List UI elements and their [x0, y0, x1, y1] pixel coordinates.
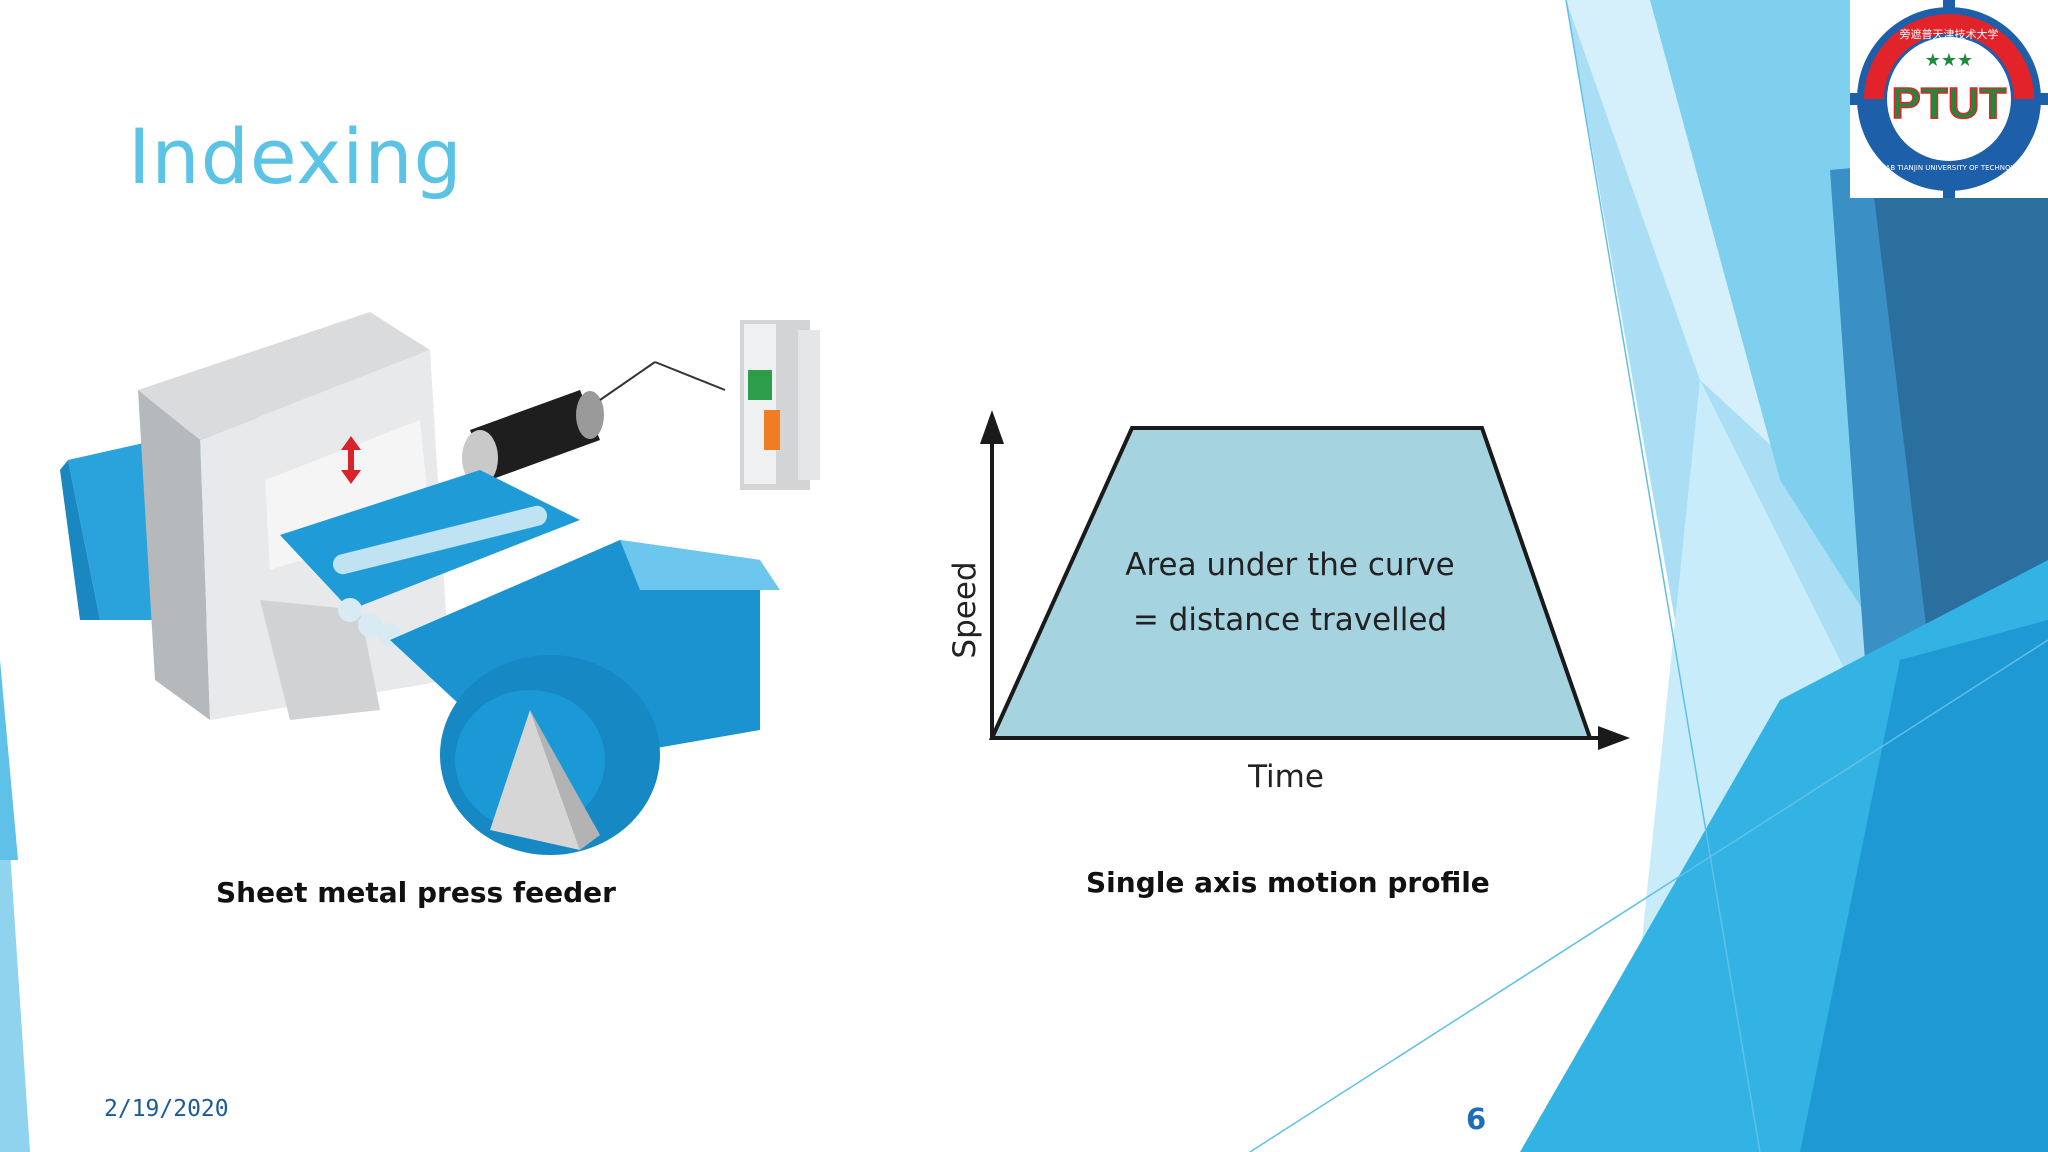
annotation-line-1: Area under the curve	[1125, 547, 1454, 583]
annotation-line-2: = distance travelled	[1133, 602, 1447, 638]
slide-date: 2/19/2020	[104, 1096, 229, 1122]
x-axis-label: Time	[1247, 759, 1324, 795]
logo-text: PTUT	[1892, 79, 2007, 128]
university-logo: ★★★ PTUT 旁遮普天津技术大学 PUNJAB TIANJIN UNIVER…	[1850, 0, 2048, 198]
svg-text:★★★: ★★★	[1925, 50, 1973, 71]
right-figure-caption: Single axis motion profile	[1086, 866, 1490, 899]
page-number: 6	[1466, 1102, 1487, 1136]
y-axis-arrowhead	[980, 410, 1004, 444]
motion-profile-diagram: Area under the curve = distance travelle…	[947, 410, 1630, 795]
trapezoid-profile	[988, 426, 1593, 740]
y-axis-label: Speed	[947, 561, 983, 658]
left-figure-caption: Sheet metal press feeder	[216, 876, 616, 909]
logo-ring-text: PUNJAB TIANJIN UNIVERSITY OF TECHNOLOGY	[1869, 164, 2030, 172]
logo-chinese-text: 旁遮普天津技术大学	[1900, 27, 1999, 41]
x-axis-arrowhead	[1598, 726, 1630, 750]
slide-title: Indexing	[128, 112, 463, 201]
press-feeder-illustration	[60, 312, 820, 855]
logo-emblem: ★★★ PTUT 旁遮普天津技术大学 PUNJAB TIANJIN UNIVER…	[1850, 0, 2048, 198]
